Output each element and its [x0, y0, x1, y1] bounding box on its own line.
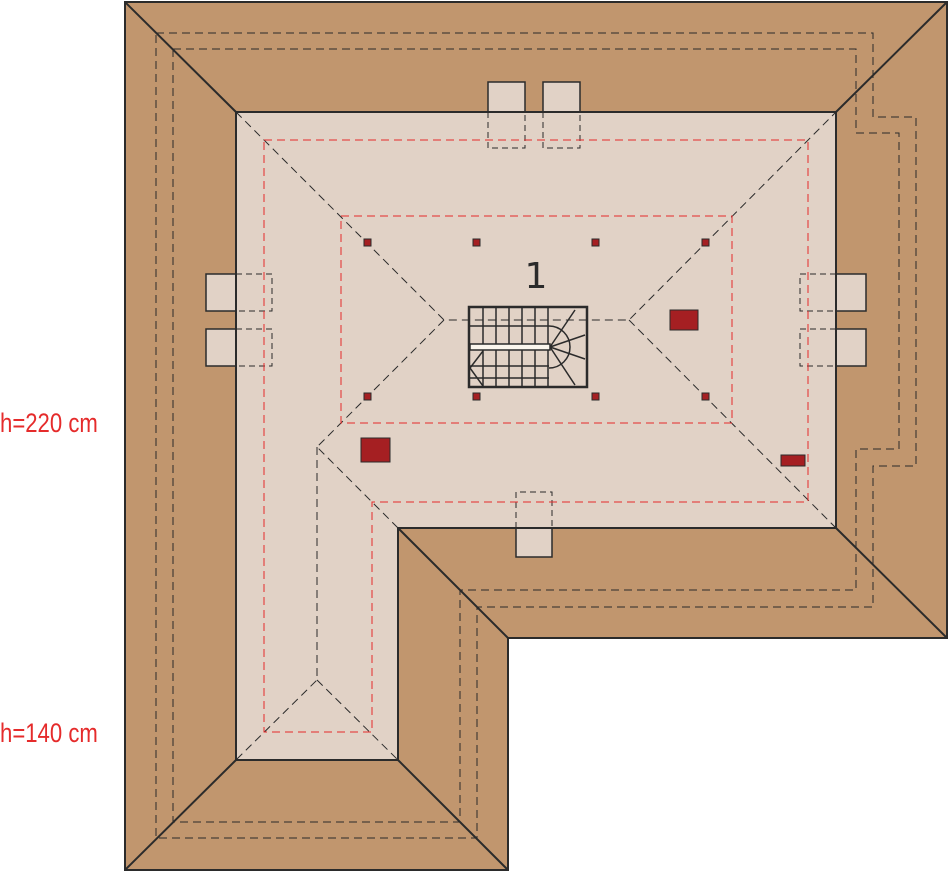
attic-floor [235, 111, 837, 761]
dormer-dashed-edges [236, 112, 836, 528]
columns [363, 238, 710, 401]
ridge-dashed-lines [235, 111, 837, 761]
hip-lines [124, 1, 948, 871]
height-label-220: h=220 cm [0, 408, 98, 438]
roof-overhang-dashed-lines [155, 32, 917, 839]
staircase [467, 305, 589, 389]
chimneys [360, 309, 806, 467]
height-label-140: h=140 cm [0, 718, 98, 748]
room-number: 1 [525, 256, 548, 297]
height-limit-lines [263, 139, 809, 733]
